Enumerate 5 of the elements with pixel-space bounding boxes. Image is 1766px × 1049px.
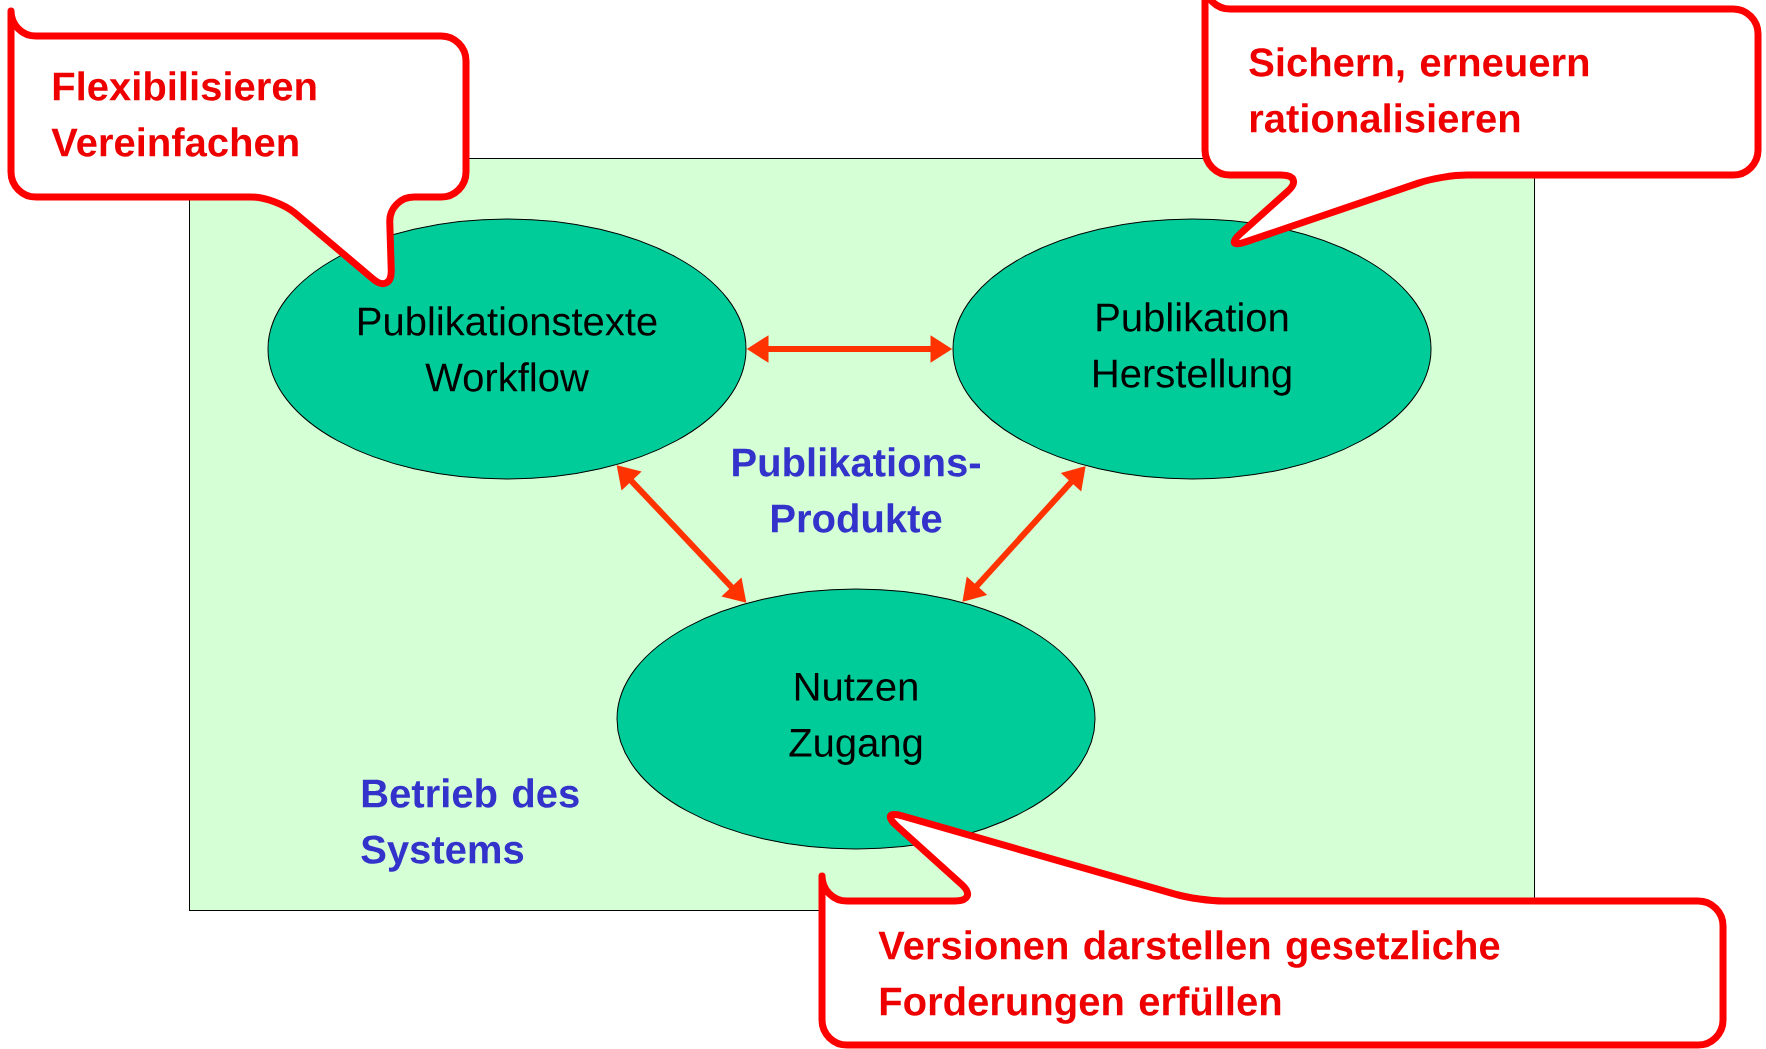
speech-callout: Flexibilisieren Vereinfachen xyxy=(7,7,470,288)
speech-callout: Sichern, erneuern rationalisieren xyxy=(1201,0,1762,248)
panel-label: Betrieb des Systems xyxy=(361,778,579,872)
ellipse-node: Nutzen Zugang xyxy=(616,588,1096,850)
speech-callout: Versionen darstellen gesetzliche Forderungen erfüllen xyxy=(818,811,1727,1049)
